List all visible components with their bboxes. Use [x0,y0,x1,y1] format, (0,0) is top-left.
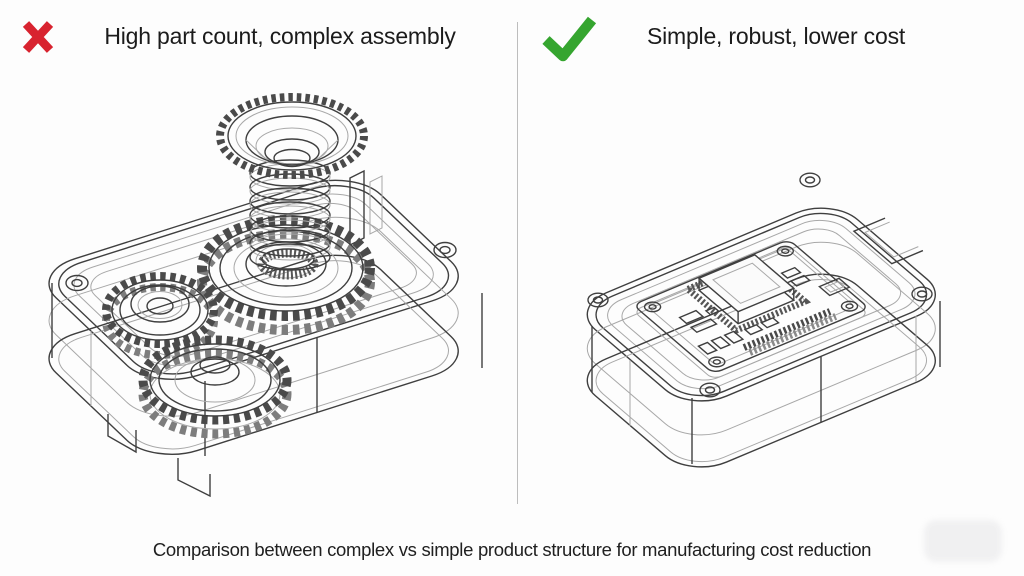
main-gear [202,220,370,330]
x-mark-icon [22,21,54,53]
check-mark-icon [542,16,597,62]
panel-divider [517,22,518,504]
mounting-plate [350,171,382,245]
smd-components [646,240,855,355]
left-panel-title: High part count, complex assembly [104,23,456,49]
caption: Comparison between complex vs simple pro… [152,539,872,560]
connector-notch [854,218,923,264]
right-panel-title: Simple, robust, lower cost [646,23,906,49]
connector [819,278,849,295]
complex-assembly-illustration [30,78,490,498]
idler-gear [106,276,214,355]
qfp-chip [699,255,794,324]
pcb-board [633,238,872,380]
watermark-blur [924,520,1002,562]
enclosure-tray [570,173,972,477]
screw-boss [66,243,456,291]
coil-spring [250,160,330,270]
simple-enclosure-illustration [540,118,1000,498]
screw-boss [588,173,932,397]
crown-gear [220,97,364,175]
front-gear [143,340,287,434]
pin-header-row [744,311,830,347]
enclosure-tray [30,170,482,496]
